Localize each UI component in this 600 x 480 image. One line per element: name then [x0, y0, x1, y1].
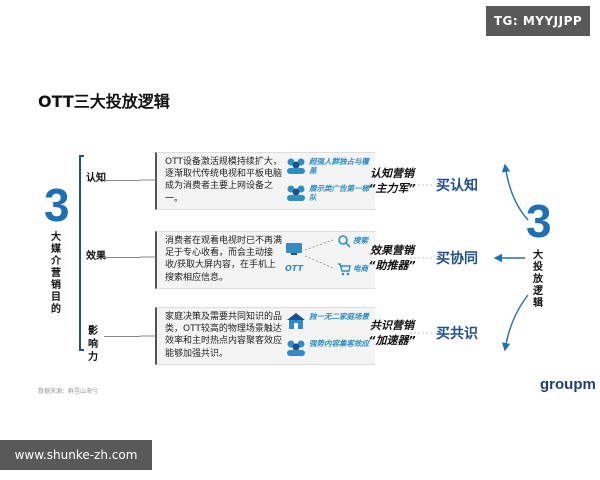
- watermark-bottom: www.shunke-zh.com: [0, 440, 152, 470]
- people-group-icon: [287, 158, 305, 174]
- left-panel-label: 大媒介营销目的: [51, 232, 61, 315]
- card-stage-dashes: [140, 179, 155, 337]
- card-text: 消费者在观看电视时已不再满足于专心收看，而会主动接收/获取大屏内容，在手机上搜索…: [165, 236, 283, 283]
- row-label-effect: 效果: [86, 251, 106, 262]
- tag-label: 电商: [353, 264, 368, 273]
- people-group-icon: [287, 185, 305, 201]
- cart-icon: [338, 263, 351, 276]
- watermark-top: TG: MYYJJPP: [486, 6, 590, 36]
- card-effect: 消费者在观看电视时已不再满足于专心收看，而会主动接收/获取大屏内容，在手机上搜索…: [155, 231, 375, 289]
- card-influence: 家庭决策及需要共同知识的品类，OTT较高的物理场景触达效率和主时热点内容聚客效应…: [155, 307, 375, 365]
- card-tags: 独一无二家庭场景 强势内容集客效应: [285, 308, 375, 366]
- arrow-down-icon: [501, 294, 529, 352]
- stage-name: 共识营销: [370, 319, 414, 332]
- left-number: 3: [44, 179, 70, 231]
- stage-effect: 效果营销 “助推器”: [352, 243, 432, 273]
- stage-action-lines: [410, 184, 432, 334]
- stage-name: 认知营销: [370, 167, 414, 180]
- right-panel-label: 大投放逻辑: [533, 250, 543, 309]
- stage-awareness: 认知营销 “主力军”: [352, 166, 432, 196]
- search-icon: [338, 235, 351, 248]
- row-label-awareness: 认知: [86, 173, 106, 184]
- tag-label: 搜索: [353, 236, 368, 245]
- card-tags: 超强人群独占与覆盖 展示类广告第一梯队: [285, 153, 375, 211]
- left-bracket: [79, 155, 84, 351]
- action-buy-consensus: 买共识: [436, 326, 478, 342]
- card-tags: OTT 搜索 电商: [285, 232, 375, 290]
- house-icon: [287, 313, 305, 329]
- tag-label: 独一无二家庭场景: [309, 312, 369, 321]
- page-title: OTT三大投放逻辑: [38, 92, 170, 111]
- card-text: 家庭决策及需要共同知识的品类，OTT较高的物理场景触达效率和主时热点内容聚客效应…: [165, 312, 283, 359]
- right-number: 3: [526, 195, 552, 247]
- stage-role: “助推器”: [368, 259, 416, 272]
- tag-label: 强势内容集客效应: [309, 339, 369, 348]
- stage-consensus: 共识营销 “加速器”: [352, 318, 432, 348]
- stage-role: “加速器”: [368, 334, 416, 347]
- action-buy-awareness: 买认知: [436, 178, 478, 194]
- connector-line: [104, 180, 140, 181]
- tag-label: 超强人群独占与覆盖: [309, 157, 369, 175]
- tv-icon: [286, 243, 302, 255]
- action-buy-synergy: 买协同: [436, 251, 478, 267]
- source-note: 数据来源：群邑山海兮: [38, 388, 99, 395]
- arrow-up-icon: [501, 163, 529, 221]
- groupm-logo: groupm: [540, 376, 596, 393]
- stage-name: 效果营销: [370, 244, 414, 257]
- people-group-icon: [287, 340, 305, 356]
- ott-label: OTT: [285, 264, 303, 273]
- row-label-influence: 影响力: [88, 326, 98, 363]
- connector-line: [104, 336, 140, 337]
- connector-line: [104, 257, 140, 258]
- card-awareness: OTT设备激活规模持续扩大，逐渐取代传统电视和平板电脑成为消费者主要上网设备之一…: [155, 152, 375, 210]
- card-text: OTT设备激活规模持续扩大，逐渐取代传统电视和平板电脑成为消费者主要上网设备之一…: [165, 157, 283, 204]
- tag-label: 展示类广告第一梯队: [309, 184, 369, 202]
- link-lines: [305, 239, 334, 269]
- stage-role: “主力军”: [368, 182, 416, 195]
